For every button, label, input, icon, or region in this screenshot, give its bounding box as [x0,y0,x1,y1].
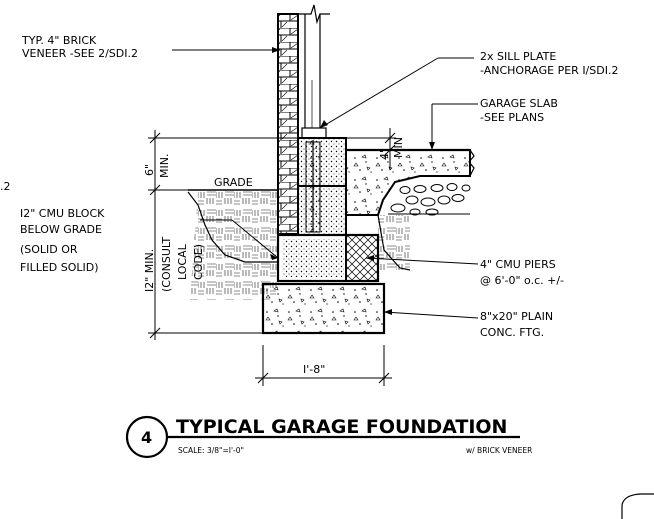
label-sill-plate-line1: 2x SILL PLATE [480,50,556,63]
concrete-footing [261,282,386,335]
label-garage-slab-line2: -SEE PLANS [480,111,544,124]
label-sill-plate-line2: -ANCHORAGE PER I/SDI.2 [480,64,618,77]
dim-twelve-code: CODE) [192,244,205,280]
sill-plate [301,127,327,139]
detail-scale: SCALE: 3/8"=I'-0" [178,446,244,455]
dim-twelve-consult: (CONSULT [160,236,173,292]
cmu-stem [297,137,347,236]
detail-number: 4 [141,428,152,447]
dim-footing-width: I'-8" [303,363,325,376]
label-cmu-block-line1: I2" CMU BLOCK [20,207,105,220]
stud-wall [298,4,330,130]
leader-lines [172,49,479,319]
leader-arrowheads [270,47,435,315]
label-footing-line2: CONC. FTG. [480,326,544,339]
cmu-block-below-grade [276,233,380,283]
dim-four-inch: 4" [378,148,391,160]
label-cmu-piers-line1: 4" CMU PIERS [480,258,556,271]
brick-veneer [277,13,299,235]
gravel-base [388,183,471,216]
label-cmu-block-line3: (SOLID OR [20,243,78,256]
dim-six-inch: 6" [143,164,156,176]
dim-twelve-min: I2" MIN. [143,249,156,292]
label-left-edge: .2 [0,180,11,193]
label-brick-veneer-line1: TYP. 4" BRICK [21,34,97,47]
dimension-lines [148,128,396,386]
label-garage-slab-line1: GARAGE SLAB [480,97,558,110]
label-cmu-block-line4: FILLED SOLID) [20,261,99,274]
dim-four-min: MIN [392,137,405,158]
label-footing-line1: 8"x20" PLAIN [480,310,553,323]
detail-title: TYPICAL GARAGE FOUNDATION [176,416,507,438]
detail-note: w/ BRICK VENEER [466,446,532,455]
label-cmu-piers-line2: @ 6'-0" o.c. +/- [480,274,564,287]
title-block: 4 TYPICAL GARAGE FOUNDATION SCALE: 3/8"=… [125,415,532,459]
label-cmu-block-line2: BELOW GRADE [20,223,102,236]
garage-slab [345,148,475,216]
earth-hatch [190,190,410,300]
label-brick-veneer-line2: VENEER -SEE 2/SDI.2 [22,47,138,60]
dim-six-min: MIN. [158,154,171,178]
dim-twelve-local: LOCAL [176,243,189,280]
label-grade: GRADE [214,176,253,189]
corner-mark [621,493,654,519]
